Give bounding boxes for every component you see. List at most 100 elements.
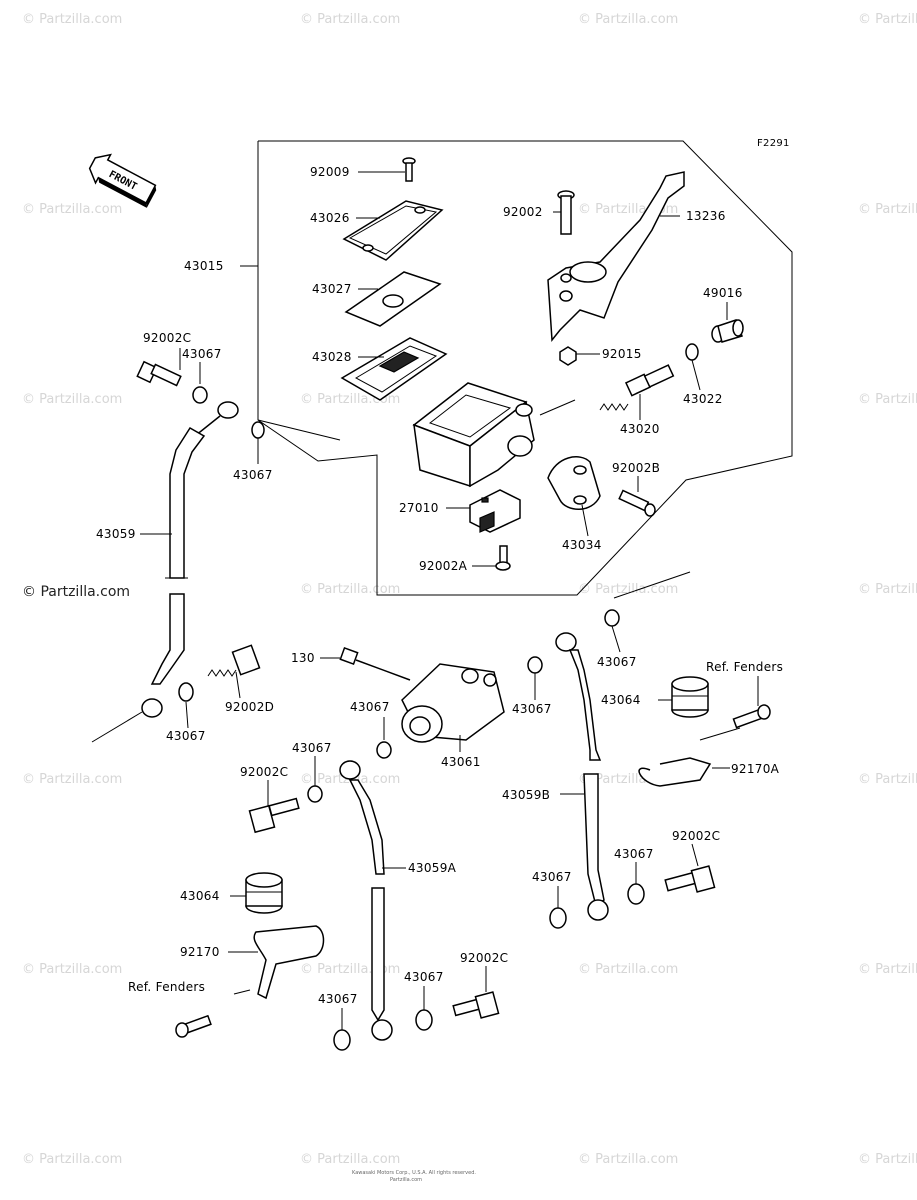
part-label-43059[interactable]: 43059 (96, 527, 136, 541)
bolt-92002C-icon (452, 991, 500, 1019)
watermark: © Partzilla.com (22, 202, 122, 217)
part-label-43067[interactable]: 43067 (614, 847, 654, 861)
part-label-ref-fenders[interactable]: Ref. Fenders (128, 980, 205, 994)
watermark: © Partzilla.com (578, 12, 678, 27)
leader-line (235, 671, 241, 699)
part-label-43064[interactable]: 43064 (180, 889, 220, 903)
switch-27010-icon (469, 489, 521, 533)
part-label-43064[interactable]: 43064 (601, 693, 641, 707)
part-label-43027[interactable]: 43027 (312, 282, 352, 296)
circlip-43022-icon (685, 343, 699, 361)
bolt-130-icon (339, 647, 411, 681)
bolt-92002C-icon (136, 360, 182, 387)
part-label-92015[interactable]: 92015 (602, 347, 642, 361)
watermark: © Partzilla.com (858, 582, 917, 597)
nut-92015-icon (559, 346, 577, 366)
washer-icon (604, 609, 620, 627)
part-label-43034[interactable]: 43034 (562, 538, 602, 552)
watermark: © Partzilla.com (578, 1152, 678, 1167)
brake-hose-43059-icon (91, 401, 239, 743)
assembly-outline (257, 140, 793, 596)
washer-icon (251, 421, 265, 439)
watermark: © Partzilla.com (858, 1152, 917, 1167)
watermark: © Partzilla.com (300, 1152, 400, 1167)
leader-line (185, 701, 189, 729)
part-label-27010[interactable]: 27010 (399, 501, 439, 515)
part-label-43020[interactable]: 43020 (620, 422, 660, 436)
washer-icon (178, 682, 194, 702)
bolt-92002C-icon (664, 865, 716, 893)
part-label-92002C[interactable]: 92002C (460, 951, 508, 965)
watermark: © Partzilla.com (22, 1152, 122, 1167)
part-label-43059B[interactable]: 43059B (502, 788, 550, 802)
outline-dash (257, 419, 341, 441)
part-label-43067[interactable]: 43067 (404, 970, 444, 984)
part-label-43067[interactable]: 43067 (182, 347, 222, 361)
part-label-43059A[interactable]: 43059A (408, 861, 457, 875)
part-label-92002C[interactable]: 92002C (240, 765, 288, 779)
washer-icon (333, 1029, 351, 1051)
part-label-13236[interactable]: 13236 (686, 209, 726, 223)
part-label-43067[interactable]: 43067 (318, 992, 358, 1006)
part-label-43015[interactable]: 43015 (184, 259, 224, 273)
washer-icon (376, 741, 392, 759)
master-cylinder-body-icon (412, 382, 535, 488)
side-watermark: © Partzilla.com (22, 584, 130, 600)
part-label-92002C[interactable]: 92002C (672, 829, 720, 843)
part-label-92002C[interactable]: 92002C (143, 331, 191, 345)
lever-13236-icon (547, 171, 685, 342)
part-label-92009[interactable]: 92009 (310, 165, 350, 179)
watermark: © Partzilla.com (300, 962, 400, 977)
part-label-43067[interactable]: 43067 (233, 468, 273, 482)
outline-dash (539, 399, 576, 416)
washer-icon (627, 883, 645, 905)
bolt-92002C-icon (248, 797, 300, 834)
washer-icon (415, 1009, 433, 1031)
part-label-43067[interactable]: 43067 (292, 741, 332, 755)
part-label-43061[interactable]: 43061 (441, 755, 481, 769)
copyright-line: Partzilla.com (390, 1177, 422, 1183)
part-label-43067[interactable]: 43067 (350, 700, 390, 714)
brake-hose-43059B-icon (555, 632, 609, 921)
part-label-43022[interactable]: 43022 (683, 392, 723, 406)
part-label-92002B[interactable]: 92002B (612, 461, 660, 475)
bolt-92002D-icon (207, 644, 261, 677)
diaphragm-43028-icon (340, 337, 448, 401)
part-label-43067[interactable]: 43067 (532, 870, 572, 884)
watermark: © Partzilla.com (22, 12, 122, 27)
watermark: © Partzilla.com (22, 772, 122, 787)
watermark: © Partzilla.com (858, 12, 917, 27)
leader-line (233, 989, 251, 995)
plate-43027-icon (344, 271, 442, 327)
watermark: © Partzilla.com (22, 962, 122, 977)
cap-43026-icon (342, 200, 444, 261)
watermark: © Partzilla.com (22, 392, 122, 407)
leader-line (691, 843, 699, 867)
part-label-43026[interactable]: 43026 (310, 211, 350, 225)
clamp-92170-icon (253, 925, 325, 1000)
part-label-92002D[interactable]: 92002D (225, 700, 274, 714)
part-label-ref-fenders[interactable]: Ref. Fenders (706, 660, 783, 674)
pin-92002-icon (557, 190, 575, 235)
part-label-130[interactable]: 130 (291, 651, 315, 665)
part-label-92170A[interactable]: 92170A (731, 762, 780, 776)
washer-icon (527, 656, 543, 674)
watermark: © Partzilla.com (578, 962, 678, 977)
part-label-92170[interactable]: 92170 (180, 945, 220, 959)
part-label-43028[interactable]: 43028 (312, 350, 352, 364)
part-label-43067[interactable]: 43067 (597, 655, 637, 669)
junction-43061-icon (401, 663, 505, 743)
outline-dash (613, 571, 691, 599)
leader-line (691, 359, 701, 391)
part-label-92002A[interactable]: 92002A (419, 559, 468, 573)
part-label-49016[interactable]: 49016 (703, 286, 743, 300)
watermark: © Partzilla.com (858, 392, 917, 407)
part-label-43067[interactable]: 43067 (512, 702, 552, 716)
boot-49016-icon (711, 319, 744, 343)
part-label-43067[interactable]: 43067 (166, 729, 206, 743)
bolt-fender-icon (732, 704, 771, 729)
watermark: © Partzilla.com (300, 12, 400, 27)
part-label-92002[interactable]: 92002 (503, 205, 543, 219)
leader-line (581, 504, 589, 537)
washer-icon (549, 907, 567, 929)
